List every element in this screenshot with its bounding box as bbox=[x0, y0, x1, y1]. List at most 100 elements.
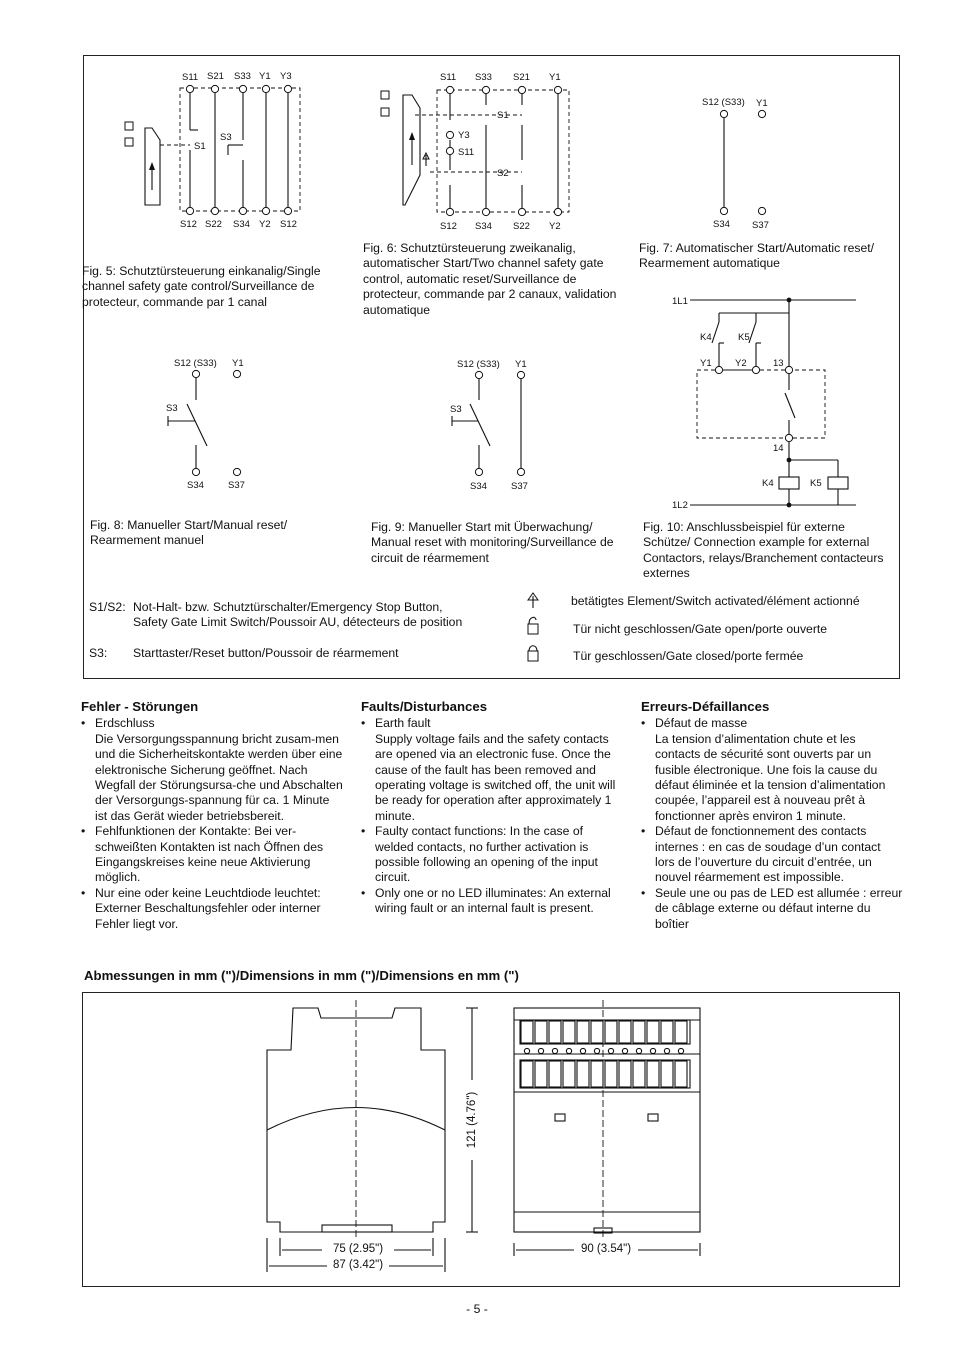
fig10-rail-label: 1L2 bbox=[672, 500, 688, 511]
fig5-bottom-terminal: S12 bbox=[280, 219, 297, 230]
terminal-screw bbox=[579, 1047, 587, 1055]
fig7-diagram: S12 (S33) Y1 S34 S37 bbox=[702, 97, 769, 231]
fig5-contact-label: S1 bbox=[194, 141, 206, 152]
terminal-cell bbox=[576, 1060, 590, 1088]
fig6-top-terminal: Y1 bbox=[549, 72, 561, 83]
fig8-diagram: S12 (S33) Y1 S34 S37 S3 bbox=[166, 358, 245, 491]
fig6-bottom-terminal: S12 bbox=[440, 221, 457, 232]
page-number: - 5 - bbox=[466, 1302, 488, 1316]
fault-item-body: Die Versorgungsspannung bricht zusam-men… bbox=[95, 731, 343, 823]
fig10-coil-label: K5 bbox=[810, 478, 822, 489]
legend-s3-text: Starttaster/Reset button/Poussoir de réa… bbox=[133, 646, 399, 660]
fig5-top-terminal: Y1 bbox=[259, 71, 271, 82]
dimensions-title: Abmessungen in mm (")/Dimensions in mm (… bbox=[84, 968, 519, 983]
fig10-contact-label: K5 bbox=[738, 332, 750, 343]
dim-depth: 90 (3.54") bbox=[574, 1243, 638, 1255]
fault-item-head: Erdschluss bbox=[95, 716, 155, 731]
fig6-contact-label: S1 bbox=[497, 110, 509, 121]
terminal-row-top bbox=[519, 1019, 691, 1089]
fig9-bottom-terminal: S37 bbox=[511, 481, 528, 492]
fig10-coil-label: K4 bbox=[762, 478, 774, 489]
fault-item-head: Fehlfunktionen der Kontakte: Bei ver-sch… bbox=[95, 824, 324, 885]
fig9-diagram: S12 (S33) Y1 S34 S37 S3 bbox=[450, 359, 528, 492]
fig7-top-terminal: Y1 bbox=[756, 98, 768, 109]
fault-item: Faulty contact functions: In the case of… bbox=[361, 824, 623, 886]
fig5-top-terminal: Y3 bbox=[280, 71, 292, 82]
fault-item: Fehlfunktionen der Kontakte: Bei ver-sch… bbox=[81, 824, 343, 886]
fig5-bottom-terminal: Y2 bbox=[259, 219, 271, 230]
legend-icons bbox=[527, 592, 539, 662]
fig6-caption: Fig. 6: Schutztürsteuerung zweikanalig, … bbox=[363, 241, 617, 317]
fig10-rail-label: 1L1 bbox=[672, 296, 688, 307]
fault-item: Défaut de fonctionnement des contacts in… bbox=[641, 824, 903, 886]
dim-width-outer: 87 (3.42") bbox=[327, 1259, 389, 1271]
fig8-bottom-terminal: S37 bbox=[228, 480, 245, 491]
fig5-bottom-terminal: S22 bbox=[205, 219, 222, 230]
fig5-top-terminal: S21 bbox=[207, 71, 224, 82]
fig7-top-terminal: S12 (S33) bbox=[702, 97, 745, 108]
legend-s1s2-text: Not-Halt- bzw. Schutztürschalter/Emergen… bbox=[133, 600, 463, 630]
fig10-terminal-label: Y2 bbox=[735, 358, 747, 369]
fig5-top-terminal: S11 bbox=[182, 72, 198, 83]
fig7-bottom-terminal: S37 bbox=[752, 220, 769, 231]
terminal-cell bbox=[534, 1020, 548, 1044]
fig9-top-terminal: S12 (S33) bbox=[457, 359, 500, 370]
terminal-screw bbox=[593, 1047, 601, 1055]
fig7-bottom-terminal: S34 bbox=[713, 219, 730, 230]
terminal-cell bbox=[646, 1020, 660, 1044]
fig9-caption: Fig. 9: Manueller Start mit Überwachung/… bbox=[371, 520, 614, 565]
fault-item-head: Earth fault bbox=[375, 716, 431, 731]
fault-item: Seule une ou pas de LED est allumée : er… bbox=[641, 886, 903, 932]
fig6-bottom-terminal: Y2 bbox=[549, 221, 561, 232]
fig5-bottom-terminal: S34 bbox=[233, 219, 250, 230]
terminal-screw bbox=[621, 1047, 629, 1055]
terminal-cell bbox=[674, 1020, 688, 1044]
fig6-contact-label: Y3 bbox=[458, 130, 470, 141]
fig6-top-terminal: S33 bbox=[475, 72, 492, 83]
terminal-cell bbox=[660, 1020, 674, 1044]
fig10-terminal-label: 14 bbox=[773, 443, 784, 454]
fault-item: Only one or no LED illuminates: An exter… bbox=[361, 886, 623, 917]
terminal-cell bbox=[618, 1060, 632, 1088]
fig5-bottom-terminal: S12 bbox=[180, 219, 197, 230]
terminal-cell bbox=[562, 1060, 576, 1088]
wiring-diagrams-frame bbox=[83, 55, 900, 679]
fig8-top-terminal: S12 (S33) bbox=[174, 358, 217, 369]
fig10-diagram: 1L1 1L2 K4 K5 Y1 Y2 13 14 bbox=[672, 296, 856, 511]
fig6-top-terminal: S11 bbox=[440, 72, 456, 83]
legend-activated: betätigtes Element/Switch activated/élém… bbox=[571, 594, 860, 608]
terminal-cell bbox=[632, 1020, 646, 1044]
fig6-contact-label: S11 bbox=[458, 147, 474, 158]
terminal-cell bbox=[548, 1020, 562, 1044]
terminal-cell bbox=[632, 1060, 646, 1088]
fault-item-head: Nur eine oder keine Leuchtdiode leuchtet… bbox=[95, 885, 321, 931]
dim-width-inner: 75 (2.95") bbox=[322, 1243, 394, 1255]
fig6-top-terminal: S21 bbox=[513, 72, 530, 83]
fig10-terminal-label: Y1 bbox=[700, 358, 712, 369]
terminal-screw bbox=[649, 1047, 657, 1055]
fig5-top-terminal: S33 bbox=[234, 71, 251, 82]
terminal-screw bbox=[635, 1047, 643, 1055]
fault-item: Nur eine oder keine Leuchtdiode leuchtet… bbox=[81, 886, 343, 932]
terminal-cell bbox=[590, 1020, 604, 1044]
fault-item-head: Défaut de masse bbox=[655, 716, 748, 731]
fig8-top-terminal: Y1 bbox=[232, 358, 244, 369]
dimensions-frame bbox=[82, 992, 900, 1287]
faults-title-fr: Erreurs-Défaillances bbox=[641, 699, 770, 714]
terminal-screw bbox=[523, 1047, 531, 1055]
fig8-caption: Fig. 8: Manueller Start/Manual reset/ Re… bbox=[90, 518, 288, 548]
terminal-screw bbox=[663, 1047, 671, 1055]
faults-title-en: Faults/Disturbances bbox=[361, 699, 488, 714]
fault-item-body: La tension d’alimentation chute et les c… bbox=[655, 731, 886, 823]
terminal-cell bbox=[562, 1020, 576, 1044]
fig6-bottom-terminal: S22 bbox=[513, 221, 530, 232]
dimension-drawing bbox=[266, 1000, 701, 1272]
fault-item-head: Défaut de fonctionnement des contacts in… bbox=[655, 824, 881, 885]
fig10-terminal-label: 13 bbox=[773, 358, 784, 369]
faults-title-de: Fehler - Störungen bbox=[81, 699, 199, 714]
fault-item-head: Seule une ou pas de LED est allumée : er… bbox=[655, 885, 903, 931]
